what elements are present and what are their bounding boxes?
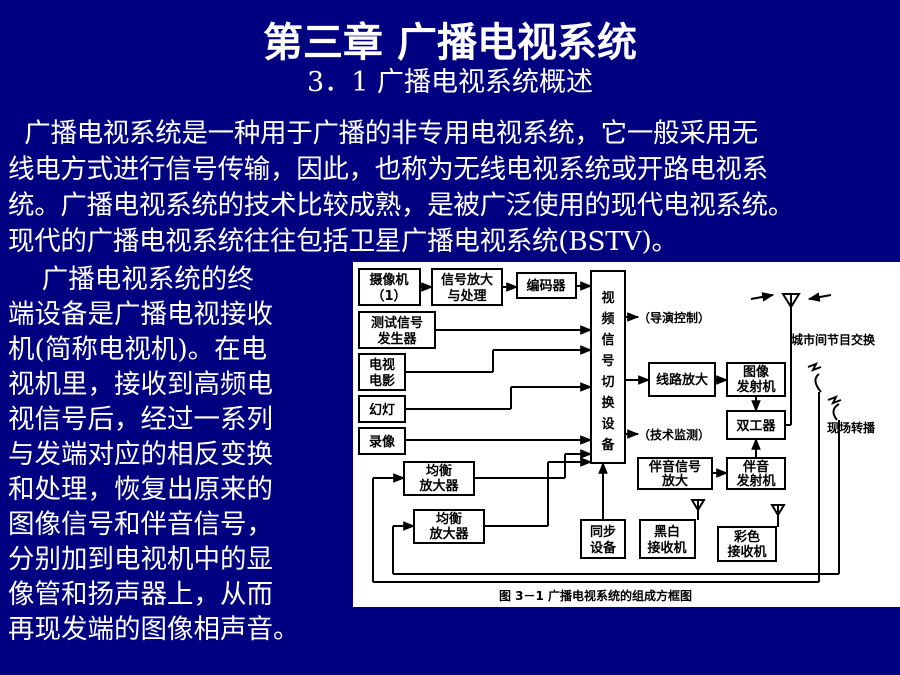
section-subtitle: 3．1 广播电视系统概述: [307, 67, 593, 98]
receiver-line: 端设备是广播电视接收: [8, 299, 273, 330]
eq1-label-1: 均衡: [426, 463, 452, 479]
audio-tx-label-1: 伴音: [742, 459, 769, 475]
switcher-label-5: 换: [601, 395, 615, 411]
amp-label-2: 与处理: [447, 288, 486, 304]
line-amp-label: 线路放大: [656, 372, 708, 388]
intro-line: 统。广播电视系统的技术比较成熟，是被广泛使用的现代电视系统。: [8, 190, 794, 221]
receiver-line: 和处理，恢复出原来的: [8, 474, 273, 505]
intro-paragraph: 广播电视系统是一种用于广播的非专用电视系统，它一般采用无 线电方式进行信号传输，…: [8, 116, 896, 260]
eq2-label-1: 均衡: [436, 511, 462, 527]
receiver-line: 与发端对应的相反变换: [8, 439, 273, 470]
intro-line: 线电方式进行信号传输，因此，也称为无线电视系统或开路电视系: [8, 154, 768, 185]
intercity-label: 城市间节目交换: [791, 332, 876, 347]
film-label-2: 电影: [369, 373, 395, 389]
receiver-paragraph: 广播电视系统的终 端设备是广播电视接收 机(简称电视机)。在电 视机里，接收到高…: [8, 262, 348, 647]
film-label-1: 电视: [369, 357, 395, 373]
receiver-line: 分别加到电视机中的显: [8, 544, 273, 575]
bw-rx-label-2: 接收机: [647, 540, 686, 556]
amp-label-1: 信号放大: [441, 272, 493, 288]
encoder-label: 编码器: [526, 278, 566, 294]
audio-amp-label-1: 伴音信号: [648, 459, 701, 475]
camera-label-2: （1）: [371, 288, 406, 304]
color-rx-label-1: 彩色: [733, 529, 760, 545]
eq2-label-2: 放大器: [428, 526, 469, 542]
switcher-label-6: 设: [601, 417, 615, 432]
switcher-label-7: 备: [600, 437, 615, 453]
slide-label: 幻灯: [369, 402, 395, 418]
camera-label-1: 摄像机: [369, 272, 408, 288]
recorder-label: 录像: [369, 434, 396, 450]
live-label: 现场转播: [827, 420, 876, 435]
receiver-line: 广播电视系统的终: [8, 264, 254, 295]
eq1-label-2: 放大器: [418, 478, 459, 494]
test-signal-label-1: 测试信号: [371, 315, 423, 331]
intro-line: 现代的广播电视系统往往包括卫星广播电视系统(BSTV)。: [8, 226, 678, 257]
bw-rx-block: [639, 519, 696, 559]
switcher-label-0: 视: [601, 290, 614, 306]
receiver-line: 像管和扬声器上，从而: [8, 579, 273, 610]
block-diagram-figure: 摄像机 （1） 信号放大 与处理 编码器 测试信号 发生器 电视 电影 幻灯 录…: [353, 262, 900, 607]
color-rx-label-2: 接收机: [727, 544, 766, 560]
sync-label-1: 同步: [590, 524, 616, 540]
intro-line: 广播电视系统是一种用于广播的非专用电视系统，它一般采用无: [8, 118, 758, 149]
diplexer-label: 双工器: [736, 419, 776, 434]
receiver-line: 再现发端的图像相声音。: [8, 614, 300, 645]
block-diagram: 摄像机 （1） 信号放大 与处理 编码器 测试信号 发生器 电视 电影 幻灯 录…: [358, 268, 876, 603]
audio-tx-label-2: 发射机: [735, 473, 775, 489]
page-title: 第三章 广播电视系统: [263, 19, 637, 66]
switcher-label-2: 信: [601, 332, 614, 348]
color-rx-block: [717, 526, 777, 562]
director-label: （导演控制）: [638, 310, 710, 325]
switcher-block: [590, 270, 626, 464]
audio-amp-label-2: 放大: [661, 473, 688, 489]
sync-label-2: 设备: [590, 540, 617, 556]
receiver-line: 机(简称电视机)。在电: [8, 334, 268, 365]
bw-rx-label-1: 黑白: [654, 524, 680, 540]
receiver-line: 视信号后，经过一系列: [8, 404, 273, 435]
monitor-label: （技术监测）: [638, 427, 710, 442]
figure-caption: 图 3－1 广播电视系统的组成方框图: [499, 588, 692, 603]
test-signal-label-2: 发生器: [376, 331, 417, 347]
receiver-line: 图像信号和伴音信号，: [8, 509, 273, 540]
receiver-line: 视机里，接收到高频电: [8, 369, 273, 400]
image-tx-label-1: 图像: [743, 364, 770, 380]
image-tx-label-2: 发射机: [735, 379, 775, 395]
switcher-label-4: 切: [601, 375, 614, 390]
switcher-label-1: 频: [601, 311, 614, 327]
switcher-label-3: 号: [601, 354, 614, 369]
